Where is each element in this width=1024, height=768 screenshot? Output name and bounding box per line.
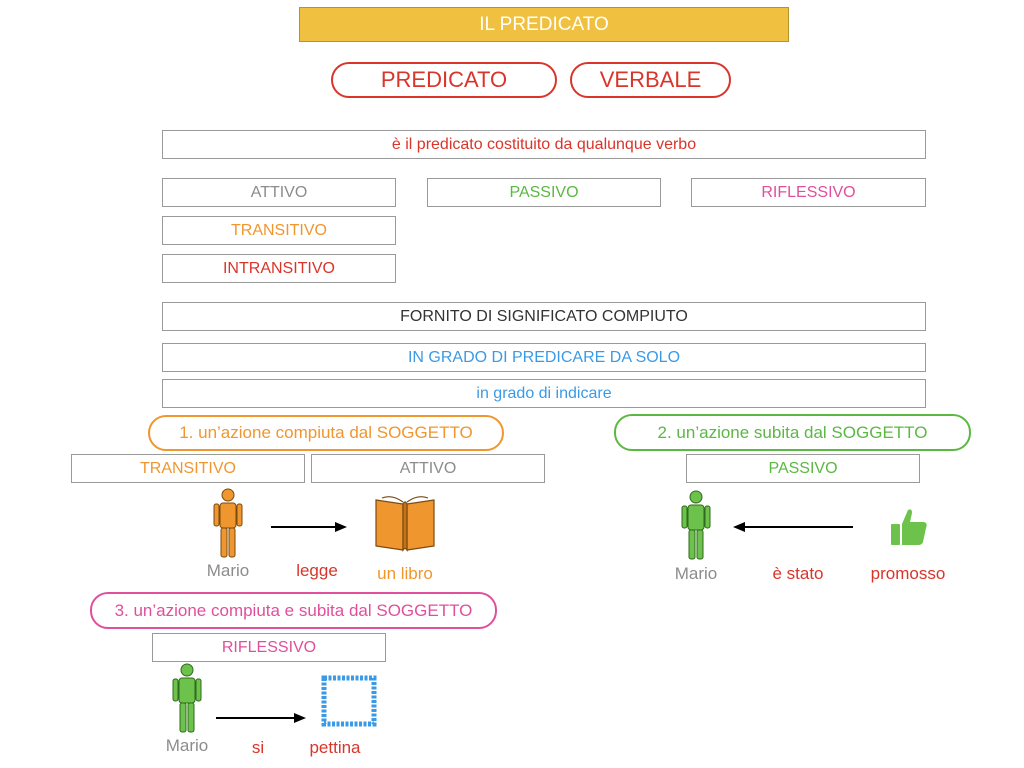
open-book-icon — [375, 496, 435, 552]
arrow-icon — [216, 713, 306, 723]
form-riflessivo: RIFLESSIVO — [691, 178, 926, 207]
definition-box: è il predicato costituito da qualunque v… — [162, 130, 926, 159]
case3-object: pettina — [309, 738, 361, 757]
property-indicare: in grado di indicare — [162, 379, 926, 408]
property-predicare: IN GRADO DI PREDICARE DA SOLO — [162, 343, 926, 372]
property-predicare-label: IN GRADO DI PREDICARE DA SOLO — [407, 348, 681, 366]
case2-subject: Mario — [674, 564, 718, 583]
case2-title: 2. un’azione subita dal SOGGETTO — [614, 414, 971, 451]
case3-title-label: 3. un’azione compiuta e subita dal SOGGE… — [114, 600, 473, 620]
case1-title-label: 1. un’azione compiuta dal SOGGETTO — [179, 423, 473, 442]
case1-tag-attivo: ATTIVO — [311, 454, 545, 483]
case2-object: promosso — [870, 564, 946, 583]
form-intransitivo-label: INTRANSITIVO — [222, 259, 335, 277]
page-title: IL PREDICATO — [479, 13, 609, 35]
header-verbale-label: VERBALE — [599, 67, 702, 92]
case1-tag-transitivo: TRANSITIVO — [71, 454, 305, 483]
header-predicato-label: PREDICATO — [380, 67, 508, 92]
case2-tag-passivo-label: PASSIVO — [768, 459, 838, 477]
arrow-icon — [271, 522, 347, 532]
case2-title-label: 2. un’azione subita dal SOGGETTO — [657, 422, 928, 442]
header-predicato: PREDICATO — [331, 62, 557, 98]
property-significato-label: FORNITO DI SIGNIFICATO COMPIUTO — [400, 307, 688, 325]
case3-subject: Mario — [165, 736, 209, 755]
case1-subject: Mario — [206, 561, 250, 580]
form-passivo: PASSIVO — [427, 178, 661, 207]
thumbs-up-icon — [891, 509, 927, 545]
header-verbale: VERBALE — [570, 62, 731, 98]
case1-tag-transitivo-label: TRANSITIVO — [139, 459, 236, 477]
case2-verb: è stato — [772, 564, 824, 583]
form-intransitivo: INTRANSITIVO — [162, 254, 396, 283]
form-transitivo-label: TRANSITIVO — [230, 221, 327, 239]
case3-verb: si — [251, 738, 265, 757]
person-icon — [172, 663, 202, 733]
form-passivo-label: PASSIVO — [509, 183, 579, 201]
form-transitivo: TRANSITIVO — [162, 216, 396, 245]
case1-tag-attivo-label: ATTIVO — [399, 459, 457, 477]
title-bar: IL PREDICATO — [299, 7, 789, 42]
person-icon — [681, 490, 711, 560]
form-riflessivo-label: RIFLESSIVO — [761, 183, 856, 201]
case3-tag-riflessivo: RIFLESSIVO — [152, 633, 386, 662]
person-icon — [213, 488, 243, 558]
property-significato: FORNITO DI SIGNIFICATO COMPIUTO — [162, 302, 926, 331]
form-attivo: ATTIVO — [162, 178, 396, 207]
case2-tag-passivo: PASSIVO — [686, 454, 920, 483]
case1-verb: legge — [296, 561, 338, 580]
mirror-frame-icon — [321, 675, 377, 727]
definition-text: è il predicato costituito da qualunque v… — [391, 135, 697, 153]
case1-object: un libro — [377, 564, 433, 583]
case3-tag-riflessivo-label: RIFLESSIVO — [221, 638, 317, 656]
arrow-icon — [733, 522, 853, 532]
property-indicare-label: in grado di indicare — [476, 384, 612, 402]
case1-title: 1. un’azione compiuta dal SOGGETTO — [148, 415, 504, 451]
case3-title: 3. un’azione compiuta e subita dal SOGGE… — [90, 592, 497, 629]
form-attivo-label: ATTIVO — [250, 183, 308, 201]
